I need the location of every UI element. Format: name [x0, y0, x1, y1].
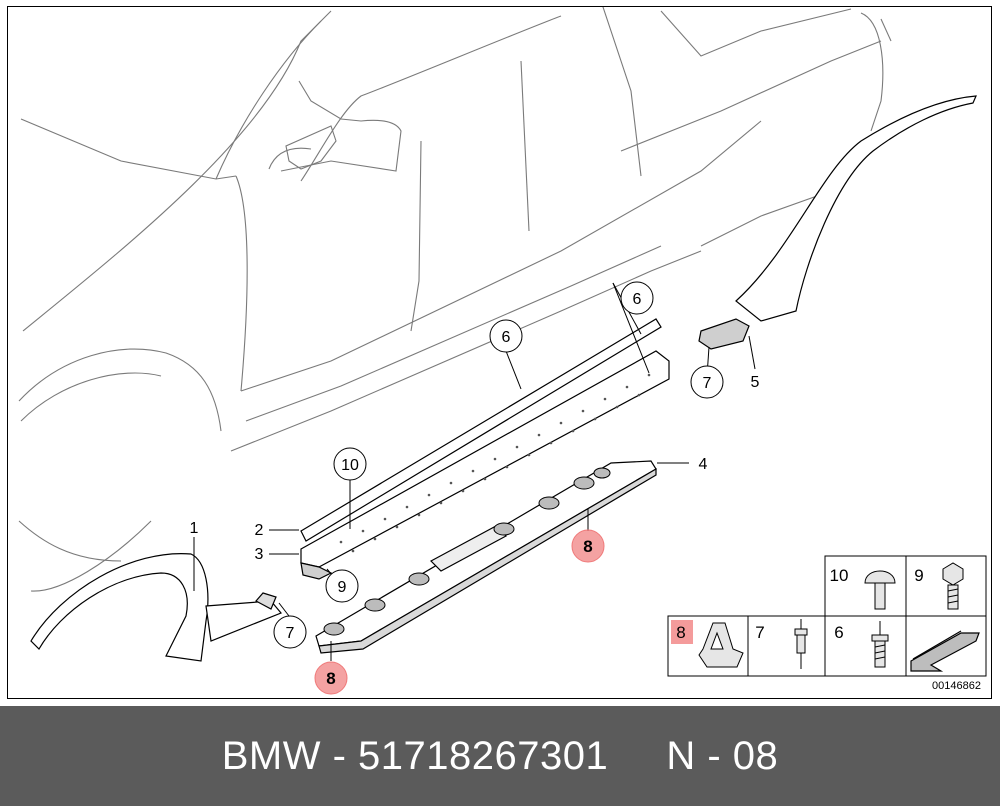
callout-circle: [273, 615, 307, 649]
callout-7a: 7: [690, 365, 724, 399]
callout-10: 10: [333, 447, 367, 481]
callout-label: 7: [703, 375, 712, 392]
callout-8a-highlighted: 8: [571, 529, 605, 563]
expanding-rivet-icon: [871, 621, 889, 668]
direction-arrow-icon: [910, 630, 980, 672]
legend-cell-10: [824, 555, 907, 617]
footer-bar: BMW - 51718267301 N - 08: [0, 706, 1000, 806]
wheel-arch-trim-part-1: [30, 553, 282, 662]
callout-circle: [690, 365, 724, 399]
callout-circle: [325, 569, 359, 603]
legend-label-10: 10: [830, 566, 849, 585]
legend-label-8: 8: [676, 623, 685, 642]
legend-cell-9: [905, 555, 987, 617]
callout-6a: 6: [489, 319, 523, 353]
callout-2: 2: [255, 522, 264, 539]
callout-highlight-circle: [571, 529, 605, 563]
legend-label-7: 7: [755, 623, 764, 642]
callout-label: 7: [286, 625, 295, 642]
callout-6b: 6: [620, 281, 654, 315]
parts-diagram: 1 2 3 4 5 6 6 7 7 10 9 8 8: [18, 7, 987, 695]
callout-label: 5: [751, 374, 760, 391]
callout-label: 4: [699, 456, 708, 473]
hex-bolt-icon: [942, 562, 964, 610]
legend-8-highlight: [671, 620, 693, 644]
callout-label: 6: [502, 329, 511, 346]
drawing-code: 00146862: [932, 680, 981, 692]
callout-label: 10: [341, 457, 359, 474]
callout-circle: [489, 319, 523, 353]
callout-9: 9: [325, 569, 359, 603]
parts-diagram-frame: 1 2 3 4 5 6 6 7 7 10 9 8 8: [7, 6, 992, 699]
callout-circle: [333, 447, 367, 481]
callout-label: 6: [633, 291, 642, 308]
callout-5: 5: [751, 374, 760, 391]
side-sill-cover-part-4: [315, 460, 657, 654]
callout-label: 3: [255, 546, 264, 563]
callout-circle: [620, 281, 654, 315]
callout-8b-highlighted: 8: [314, 661, 348, 695]
legend-label-6: 6: [834, 623, 843, 642]
blind-rivet-icon: [794, 619, 808, 669]
callout-label: 2: [255, 522, 264, 539]
car-body-outline: [18, 7, 892, 592]
rear-arch-trim-part-5: [698, 95, 977, 350]
sill-strips: [300, 318, 670, 580]
callout-4: 4: [699, 456, 708, 473]
cover-clips: [323, 467, 611, 636]
callout-label: 1: [190, 520, 199, 537]
callout-1: 1: [190, 520, 199, 537]
callout-3: 3: [255, 546, 264, 563]
clip-nut-icon: [698, 622, 744, 668]
part-number-caption: BMW - 51718267301 N - 08: [221, 733, 779, 778]
legend-cell-7: [747, 615, 826, 677]
callout-label: 8: [583, 537, 592, 556]
beam-perforations: [339, 373, 651, 553]
legend-cell-6: [824, 615, 907, 677]
callout-highlight-circle: [314, 661, 348, 695]
push-rivet-icon: [864, 570, 896, 610]
legend-label-9: 9: [914, 566, 923, 585]
callout-7b: 7: [273, 615, 307, 649]
callout-label: 8: [326, 669, 335, 688]
callout-label: 9: [338, 579, 347, 596]
